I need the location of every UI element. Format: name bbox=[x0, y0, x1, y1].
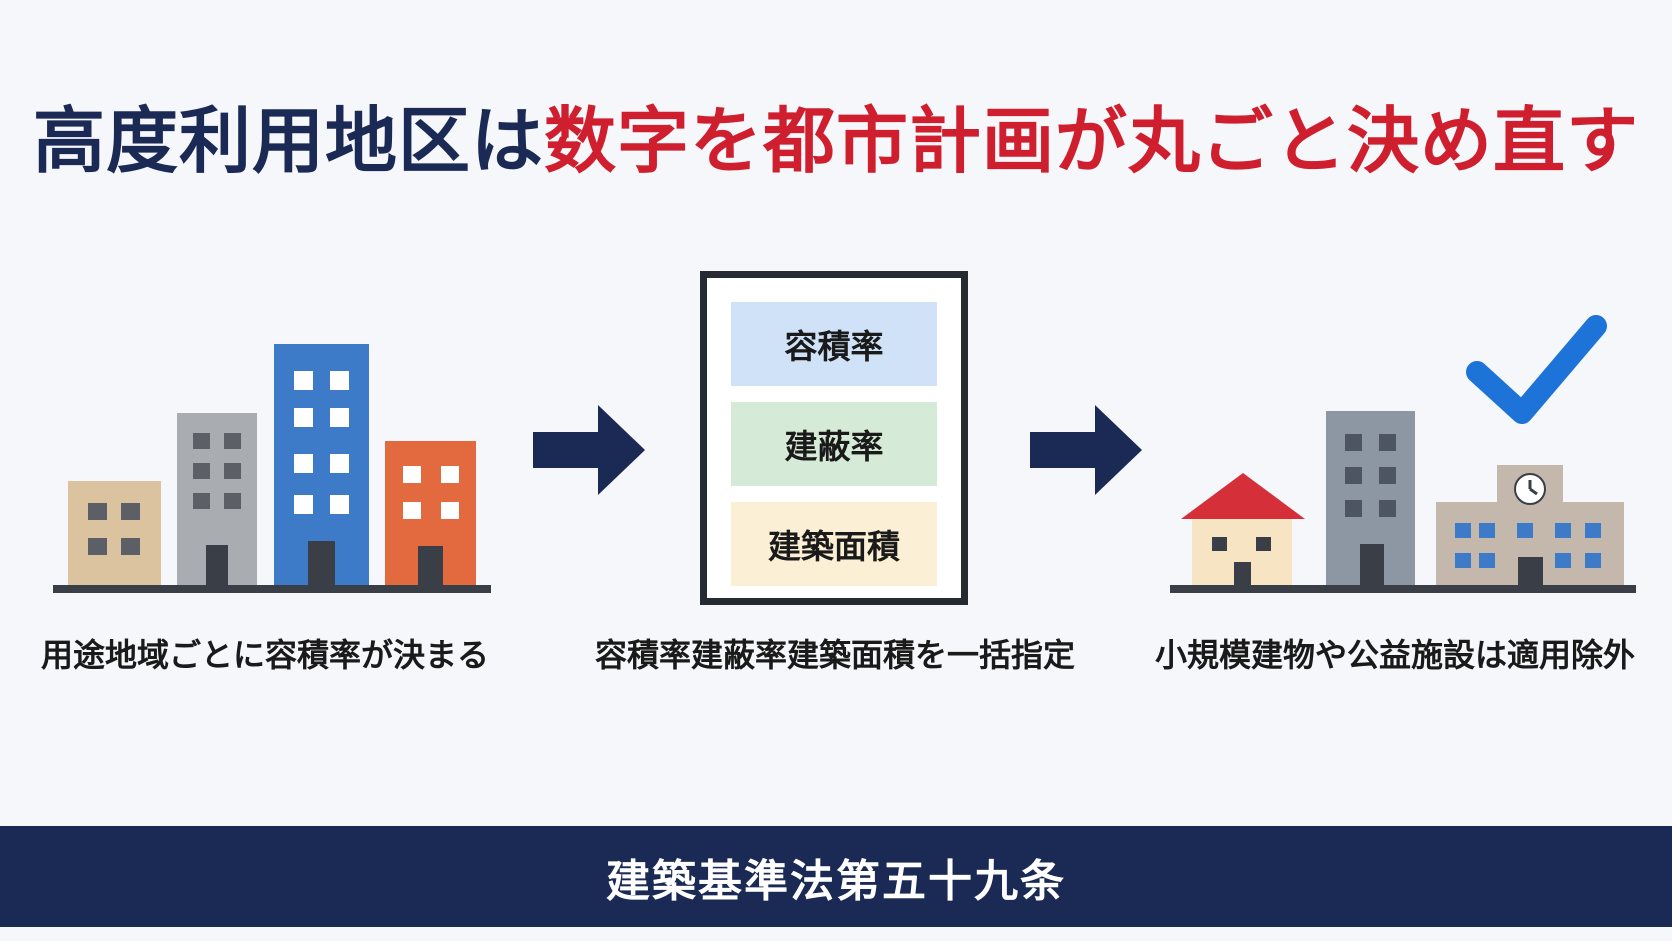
checkmark-icon bbox=[1466, 315, 1607, 424]
step-3-caption: 小規模建物や公益施設は適用除外 bbox=[1154, 636, 1635, 674]
school-clock-icon bbox=[1436, 465, 1624, 587]
step-2-caption: 容積率建蔽率建築面積を一括指定 bbox=[594, 636, 1075, 674]
title-part-1: 高度利用地区は bbox=[32, 99, 544, 183]
footer-banner: 建築基準法第五十九条 bbox=[0, 826, 1672, 927]
building-cluster-icon bbox=[53, 344, 491, 593]
item-building-area: 建築面積 bbox=[731, 502, 937, 586]
page-title: 高度利用地区は数字を都市計画が丸ごと決め直す bbox=[0, 98, 1672, 184]
footer-label: 建築基準法第五十九条 bbox=[606, 855, 1066, 907]
document-icon: 容積率 建蔽率 建築面積 bbox=[700, 271, 968, 605]
office-building-icon bbox=[1326, 411, 1415, 587]
item-building-coverage-ratio: 建蔽率 bbox=[731, 402, 937, 486]
house-icon bbox=[1181, 473, 1305, 587]
right-arrow-icon bbox=[533, 405, 645, 495]
ground-line bbox=[1170, 585, 1636, 593]
right-arrow-icon bbox=[1030, 405, 1142, 495]
step-1-caption: 用途地域ごとに容積率が決まる bbox=[40, 636, 489, 674]
title-part-2: 数字を都市計画が丸ごと決め直す bbox=[544, 99, 1640, 183]
item-floor-area-ratio: 容積率 bbox=[731, 302, 937, 386]
